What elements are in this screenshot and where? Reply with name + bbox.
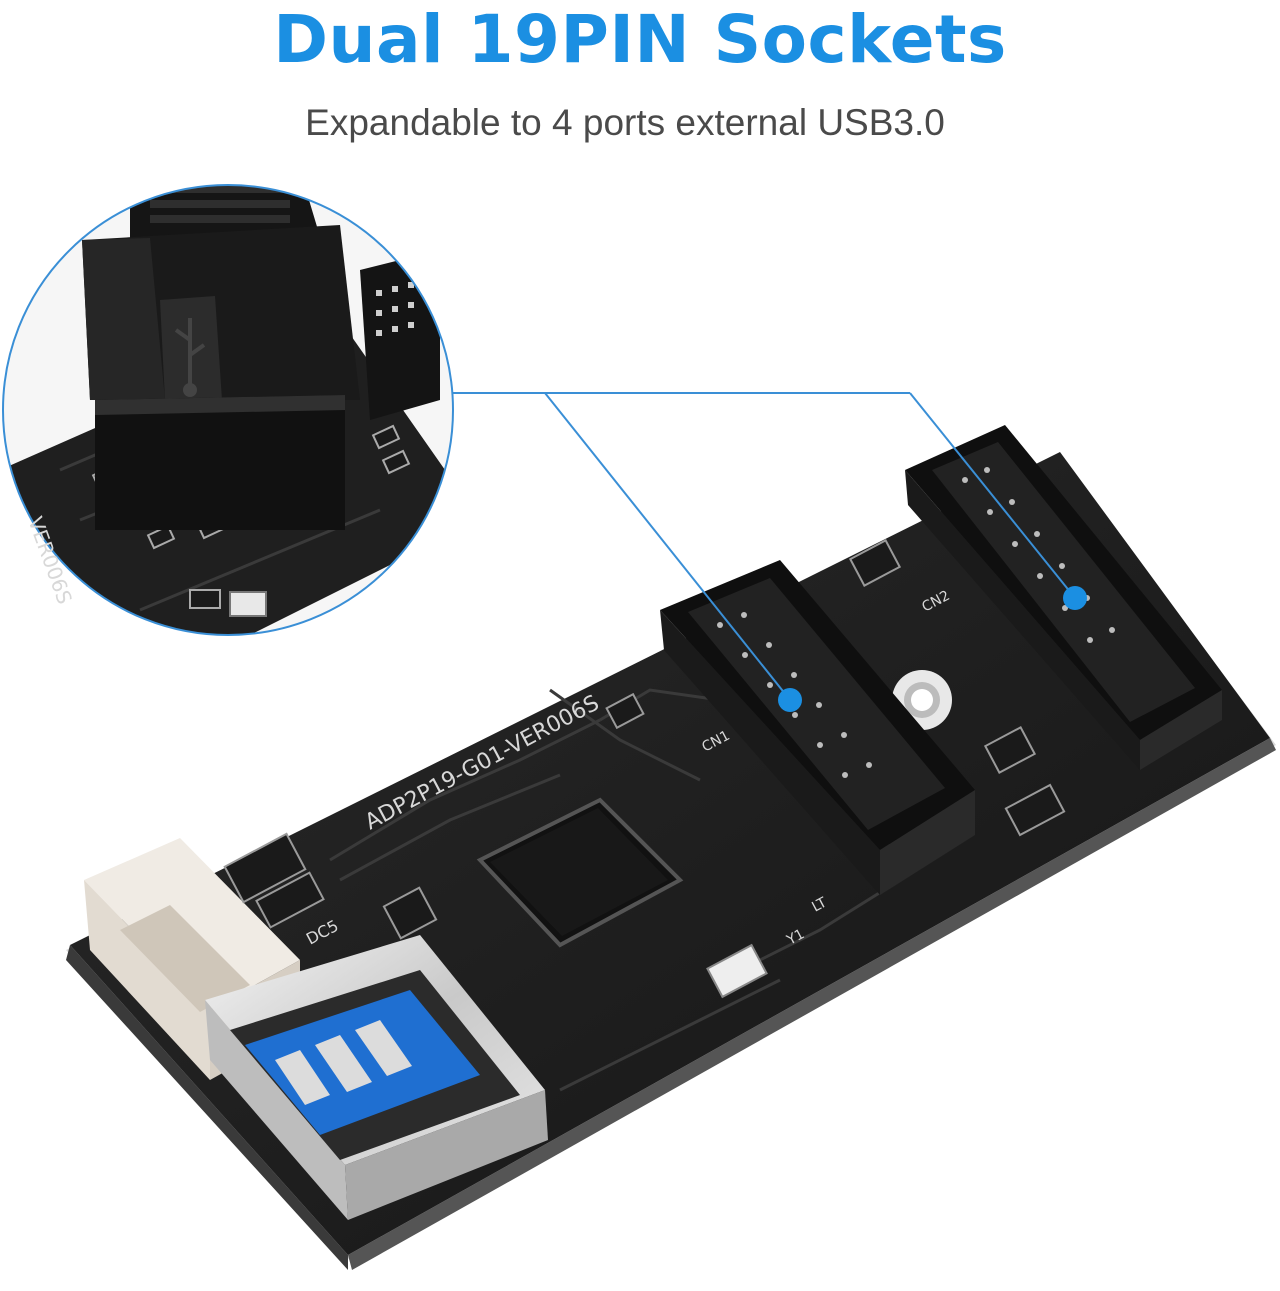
crystal-oscillator bbox=[706, 943, 768, 999]
page-subtitle: Expandable to 4 ports external USB3.0 bbox=[305, 102, 945, 143]
zoom-inset: VER006S bbox=[2, 184, 454, 636]
smd-components bbox=[223, 539, 1066, 940]
callout-lines bbox=[448, 392, 1076, 701]
usb-a-port bbox=[205, 935, 548, 1220]
connector-label-y1: Y1 bbox=[783, 926, 807, 949]
callout-dot-1 bbox=[778, 688, 802, 712]
controller-chip bbox=[476, 797, 684, 948]
callout-dot-2 bbox=[1063, 586, 1087, 610]
usb-icon bbox=[174, 318, 206, 397]
header-socket-1 bbox=[660, 560, 975, 895]
page-title: Dual 19PIN Sockets bbox=[273, 1, 1007, 78]
